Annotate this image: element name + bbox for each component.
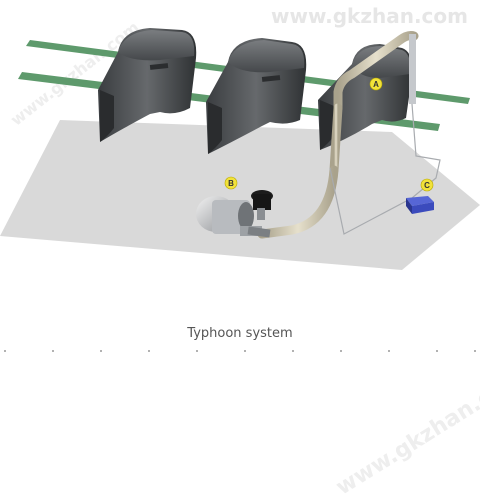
floor-plane [0,120,480,270]
diagram-caption: Typhoon system [187,326,293,341]
dotted-divider [0,350,480,356]
marker-c-circle [420,178,434,192]
marker-b: B [224,176,238,190]
marker-a-circle [369,77,383,91]
duct-system [257,31,441,239]
machine-shroud-2 [206,38,307,154]
machine-shroud-1 [98,28,197,142]
marker-b-label: B [228,179,234,188]
marker-a: A [369,77,383,91]
duct-vertical [329,103,343,175]
marker-c-label: C [424,181,430,190]
machine-shroud-3 [318,44,413,150]
marker-b-circle [224,176,238,190]
control-unit-c [406,196,434,214]
typhoon-system-diagram: A B C [0,28,480,270]
marker-a-label: A [373,80,379,89]
duct-riser [409,34,416,104]
blower-unit [196,190,273,238]
control-line [329,103,441,235]
marker-c: C [420,178,434,192]
watermark-bottom: www.gkzhan.com [331,364,480,501]
